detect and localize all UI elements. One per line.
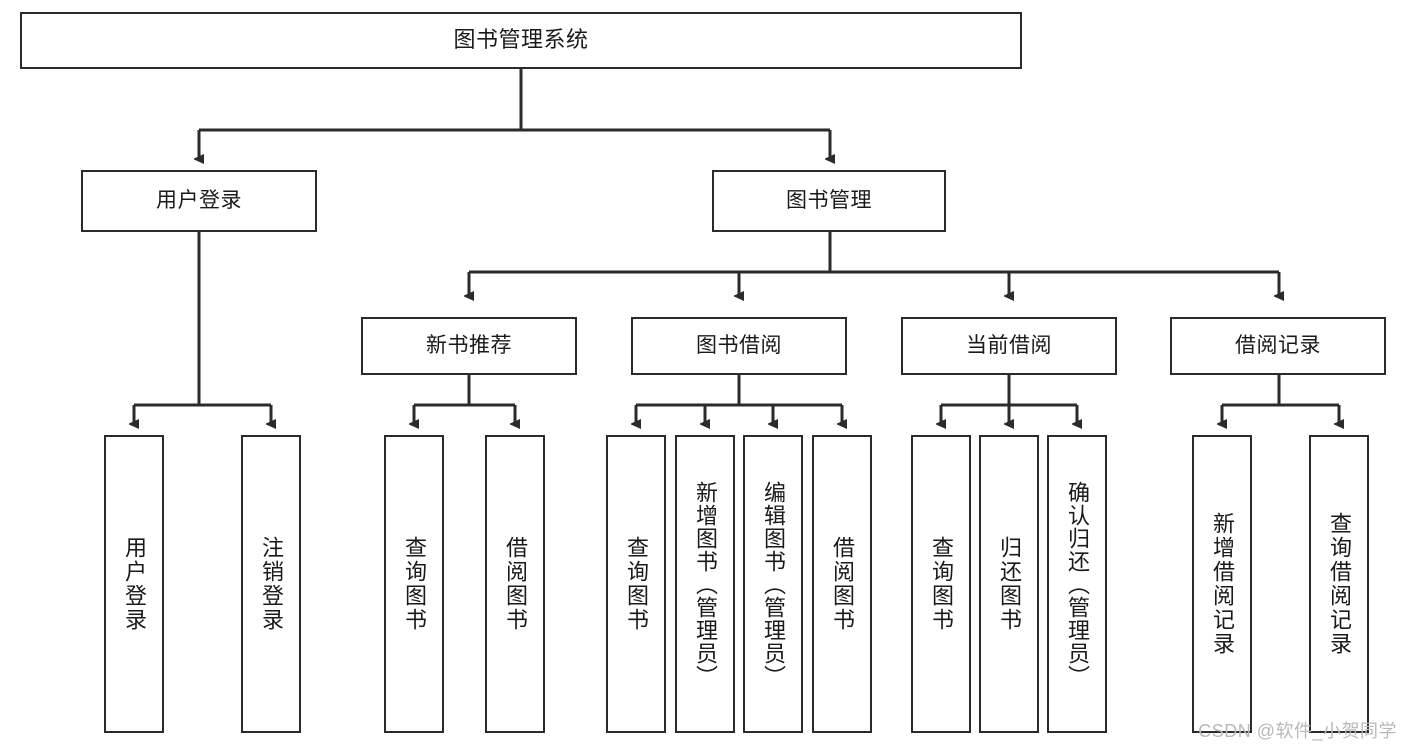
node-leaf-edit-book-label: 编辑图书（管理员） — [760, 480, 786, 688]
node-current-borrow-label: 当前借阅 — [966, 334, 1052, 358]
node-leaf-add-book-label: 新增图书（管理员） — [692, 480, 718, 688]
node-leaf-borrow-book-2[interactable]: 借阅图书 — [812, 435, 872, 733]
node-leaf-query-record[interactable]: 查询借阅记录 — [1309, 435, 1369, 733]
node-leaf-confirm-return[interactable]: 确认归还（管理员） — [1047, 435, 1107, 733]
node-root-label: 图书管理系统 — [453, 27, 589, 53]
node-leaf-borrow-book-1[interactable]: 借阅图书 — [485, 435, 545, 733]
node-leaf-edit-book[interactable]: 编辑图书（管理员） — [743, 435, 803, 733]
node-leaf-return-book-label: 归还图书 — [996, 536, 1022, 632]
node-new-book-rec[interactable]: 新书推荐 — [361, 317, 577, 375]
node-leaf-add-record[interactable]: 新增借阅记录 — [1192, 435, 1252, 733]
node-leaf-borrow-book-1-label: 借阅图书 — [502, 536, 528, 632]
node-leaf-logout-label: 注销登录 — [258, 536, 284, 632]
watermark: CSDN @软件_小贺同学 — [1198, 721, 1397, 741]
node-leaf-query-book-3[interactable]: 查询图书 — [911, 435, 971, 733]
node-book-manage-label: 图书管理 — [786, 189, 872, 213]
node-leaf-query-book-1[interactable]: 查询图书 — [384, 435, 444, 733]
node-leaf-query-record-label: 查询借阅记录 — [1326, 512, 1352, 656]
node-book-borrow-label: 图书借阅 — [696, 334, 782, 358]
node-leaf-query-book-2[interactable]: 查询图书 — [606, 435, 666, 733]
node-leaf-return-book[interactable]: 归还图书 — [979, 435, 1039, 733]
node-book-manage[interactable]: 图书管理 — [712, 170, 946, 232]
node-borrow-record[interactable]: 借阅记录 — [1170, 317, 1386, 375]
node-user-login[interactable]: 用户登录 — [81, 170, 317, 232]
node-new-book-rec-label: 新书推荐 — [426, 334, 512, 358]
node-leaf-user-login-label: 用户登录 — [121, 536, 147, 632]
node-leaf-add-book[interactable]: 新增图书（管理员） — [675, 435, 735, 733]
node-user-login-label: 用户登录 — [156, 189, 242, 213]
node-leaf-confirm-return-label: 确认归还（管理员） — [1064, 480, 1090, 688]
node-borrow-record-label: 借阅记录 — [1235, 334, 1321, 358]
node-leaf-add-record-label: 新增借阅记录 — [1209, 512, 1235, 656]
node-leaf-borrow-book-2-label: 借阅图书 — [829, 536, 855, 632]
node-leaf-user-login[interactable]: 用户登录 — [104, 435, 164, 733]
node-root[interactable]: 图书管理系统 — [20, 12, 1022, 69]
node-current-borrow[interactable]: 当前借阅 — [901, 317, 1117, 375]
node-leaf-logout[interactable]: 注销登录 — [241, 435, 301, 733]
node-book-borrow[interactable]: 图书借阅 — [631, 317, 847, 375]
node-leaf-query-book-2-label: 查询图书 — [623, 536, 649, 632]
node-leaf-query-book-1-label: 查询图书 — [401, 536, 427, 632]
node-leaf-query-book-3-label: 查询图书 — [928, 536, 954, 632]
